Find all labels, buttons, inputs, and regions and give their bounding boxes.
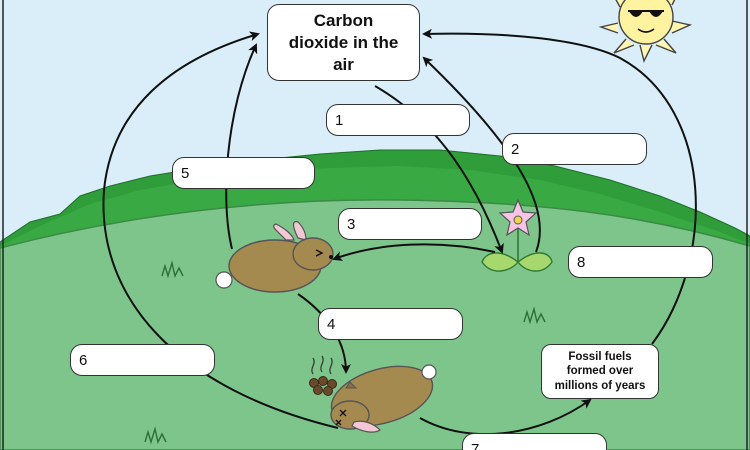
carbon-dioxide-label: Carbon dioxide in the air xyxy=(288,10,399,74)
sun-with-sunglasses-icon xyxy=(598,0,693,64)
answer-box-7[interactable]: 7 xyxy=(462,433,607,450)
answer-box-number: 2 xyxy=(511,141,520,158)
grass-tuft-icon xyxy=(144,260,546,445)
carbon-dioxide-box: Carbon dioxide in the air xyxy=(267,4,420,81)
answer-box-5[interactable]: 5 xyxy=(172,157,315,189)
answer-box-4[interactable]: 4 xyxy=(318,308,463,340)
arrow-plant-to-rabbit xyxy=(332,243,496,261)
dead-rabbit-icon xyxy=(330,364,437,433)
answer-box-number: 6 xyxy=(79,352,88,369)
arrow-rabbit-to-air xyxy=(225,43,258,250)
answer-box-number: 1 xyxy=(335,112,344,129)
answer-box-number: 3 xyxy=(347,216,356,233)
answer-box-1[interactable]: 1 xyxy=(326,104,470,136)
answer-box-3[interactable]: 3 xyxy=(338,208,482,240)
answer-box-8[interactable]: 8 xyxy=(568,246,713,278)
arrow-air-to-plant xyxy=(374,85,504,254)
fossil-fuels-label: Fossil fuels formed over millions of yea… xyxy=(554,350,646,392)
answer-box-number: 8 xyxy=(577,254,586,271)
answer-box-6[interactable]: 6 xyxy=(70,344,215,376)
arrow-decay-to-air xyxy=(102,31,339,429)
fossil-fuels-box: Fossil fuels formed over millions of yea… xyxy=(541,344,659,399)
answer-box-2[interactable]: 2 xyxy=(502,133,647,165)
flower-icon xyxy=(481,198,553,272)
droppings-icon xyxy=(309,355,337,396)
answer-box-number: 5 xyxy=(181,165,190,182)
rabbit-icon xyxy=(215,221,334,293)
arrow-plant-to-air xyxy=(422,56,541,253)
answer-box-number: 7 xyxy=(471,441,480,450)
answer-box-number: 4 xyxy=(327,316,336,333)
